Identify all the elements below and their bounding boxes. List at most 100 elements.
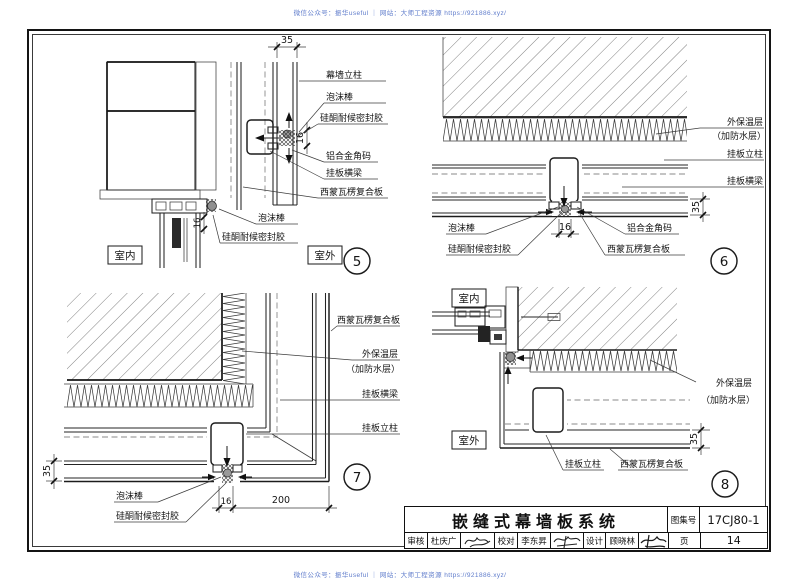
label-panel-post: 挂板立柱 [727, 148, 763, 159]
wall-plaster-strip [505, 286, 519, 353]
dimension-16-joint: 16 [295, 122, 311, 154]
label-composite-panel: 西蒙瓦楞复合板 [607, 243, 670, 254]
check-name: 李东昇 [517, 533, 550, 548]
watermark-bottom: 微信公众号：振华useful ｜ 网站：大师工程资源 https://92188… [293, 572, 507, 579]
dimension-35-right: 35 [689, 423, 710, 455]
panel-beam-section [246, 119, 274, 155]
foam-rod [207, 201, 217, 211]
design-label: 设计 [582, 533, 606, 548]
label-foam-rod: 泡沫棒 [116, 490, 143, 501]
wall-hatch [67, 293, 222, 380]
page-number: 14 [699, 533, 767, 548]
atlas-number-value: 17CJ80-1 [699, 507, 767, 532]
insulation-strip [195, 61, 217, 191]
label-insulation-line1: 外保温层 [716, 377, 752, 388]
outdoor-label-box [451, 430, 487, 450]
label-panel-post: 挂板立柱 [565, 458, 601, 469]
detail-5-drawing: 35 16 16 幕墙立柱 泡沫棒 硅酮耐候密封胶 [99, 35, 388, 275]
audit-signature [459, 533, 495, 548]
label-foam-rod: 泡沫棒 [448, 222, 475, 233]
dimension-35-right: 35 [690, 192, 710, 222]
indoor-label-box [107, 245, 143, 265]
design-name: 顾晓林 [605, 533, 638, 548]
detail-number-circle-5 [343, 247, 371, 275]
label-sealant: 硅酮耐候密封胶 [116, 510, 179, 521]
detail-number-circle-7 [343, 463, 371, 491]
detail-number-5: 5 [353, 254, 362, 270]
anchor-bolt [521, 313, 561, 321]
title-block-row-1: 嵌缝式幕墙板系统 图集号 17CJ80-1 [405, 507, 767, 533]
label-insulation-line2: （加防水层） [712, 130, 766, 141]
signature-icon [640, 534, 668, 549]
panel-post-section [532, 387, 564, 433]
label-angle-code: 铝合金角码 [326, 150, 371, 161]
label-sealant: 硅酮耐候密封胶 [448, 243, 511, 254]
plaster-band [99, 189, 201, 200]
dim-35-text: 35 [281, 35, 293, 46]
label-panel-beam: 挂板横梁 [326, 167, 362, 178]
dim-35-text: 35 [691, 201, 702, 213]
dim-35-text: 35 [42, 465, 53, 477]
sheet-border-outer [27, 29, 771, 552]
insulation-band [530, 350, 677, 372]
label-composite-panel: 西蒙瓦楞复合板 [620, 458, 683, 469]
detail-number-7: 7 [353, 470, 362, 486]
window-head-profile [151, 198, 208, 268]
mid-joint [255, 112, 295, 164]
dimension-16-joint: 16 [551, 219, 579, 238]
dim-35-text: 35 [689, 433, 700, 445]
dimension-35-top: 35 [268, 35, 306, 58]
dimension-16-200: 16 200 [212, 486, 337, 513]
label-composite-panel: 西蒙瓦楞复合板 [337, 314, 400, 325]
outdoor-label: 室外 [315, 249, 336, 262]
audit-label: 审核 [407, 535, 425, 546]
label-foam-rod-bottom: 泡沫棒 [258, 212, 285, 223]
outdoor-label-box [307, 245, 343, 265]
window-jamb-profile [432, 305, 507, 345]
lower-joint [206, 199, 217, 212]
dim-16-text: 16 [295, 132, 306, 144]
wall-hatch [518, 287, 677, 350]
label-panel-post: 挂板立柱 [362, 422, 398, 433]
panel-joint [504, 352, 532, 384]
glazing-gasket [478, 326, 490, 342]
watermark-top: 微信公众号：振华useful ｜ 网站：大师工程资源 https://92188… [293, 10, 507, 17]
indoor-label: 室内 [459, 292, 480, 305]
detail-8-drawing: 室内 [432, 286, 755, 498]
label-panel-beam: 挂板横梁 [362, 388, 398, 399]
insulation-strip-vertical [222, 293, 246, 384]
design-signature [638, 533, 668, 549]
title-block: 嵌缝式幕墙板系统 图集号 17CJ80-1 审核 杜庆广 校对 李东昇 设计 顾… [404, 506, 768, 549]
label-insulation-line1: 外保温层 [362, 348, 398, 359]
wall-hatch [443, 37, 687, 117]
dimension-16-window: 16 [193, 212, 208, 234]
sheet-title: 嵌缝式幕墙板系统 [451, 513, 620, 531]
label-foam-rod-top: 泡沫棒 [326, 91, 353, 102]
label-composite-panel: 西蒙瓦楞复合板 [320, 186, 383, 197]
dim-16-text: 16 [559, 222, 571, 233]
panel-joint [202, 446, 252, 484]
detail-number-8: 8 [721, 477, 730, 493]
title-block-row-2: 审核 杜庆广 校对 李东昇 设计 顾晓林 页 14 [405, 533, 767, 549]
label-panel-beam: 挂板横梁 [727, 175, 763, 186]
label-sealant-top: 硅酮耐候密封胶 [320, 112, 383, 123]
label-insulation-line2: （加防水层） [346, 363, 400, 374]
dim-16b-text: 16 [193, 218, 203, 229]
detail-6-drawing: 外保温层 （加防水层） 挂板立柱 挂板横梁 35 泡沫棒 硅酮耐候密封胶 [432, 37, 766, 275]
insulation-band-horizontal [67, 384, 253, 407]
detail-number-6: 6 [720, 254, 729, 270]
dimension-35-left: 35 [42, 454, 62, 489]
outdoor-label: 室外 [459, 434, 480, 447]
detail-number-circle-8 [711, 470, 739, 498]
indoor-label: 室内 [115, 249, 136, 262]
dim-16-text: 16 [221, 497, 232, 507]
label-sealant-bottom: 硅酮耐候密封胶 [222, 231, 285, 242]
check-signature [549, 533, 583, 549]
label-angle-code: 铝合金角码 [627, 222, 672, 233]
check-label: 校对 [494, 533, 517, 548]
wall-brick-hatch [106, 61, 196, 112]
detail-number-circle-6 [710, 247, 738, 275]
detail-7-drawing: 35 西蒙瓦楞复合板 外保温层 （加防水层） 挂板横梁 挂板立柱 泡沫棒 硅酮耐… [42, 293, 400, 523]
